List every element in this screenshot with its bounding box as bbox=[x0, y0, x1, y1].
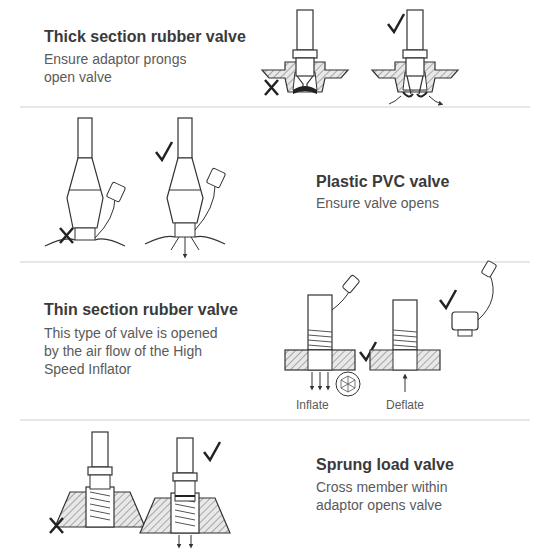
section-note: Ensure adaptor prongs open valve bbox=[44, 50, 214, 86]
section-heading: Thin section rubber valve bbox=[44, 300, 259, 319]
section-heading: Plastic PVC valve bbox=[316, 172, 516, 191]
section-note: Cross member within adaptor opens valve bbox=[316, 478, 476, 514]
mode-label: Inflate bbox=[296, 398, 346, 412]
section-heading: Thick section rubber valve bbox=[44, 27, 259, 46]
mode-label: Deflate bbox=[386, 398, 436, 412]
section-note: Ensure valve opens bbox=[316, 194, 516, 212]
section-heading: Sprung load valve bbox=[316, 455, 516, 474]
section-note: This type of valve is opened by the air … bbox=[44, 324, 234, 378]
